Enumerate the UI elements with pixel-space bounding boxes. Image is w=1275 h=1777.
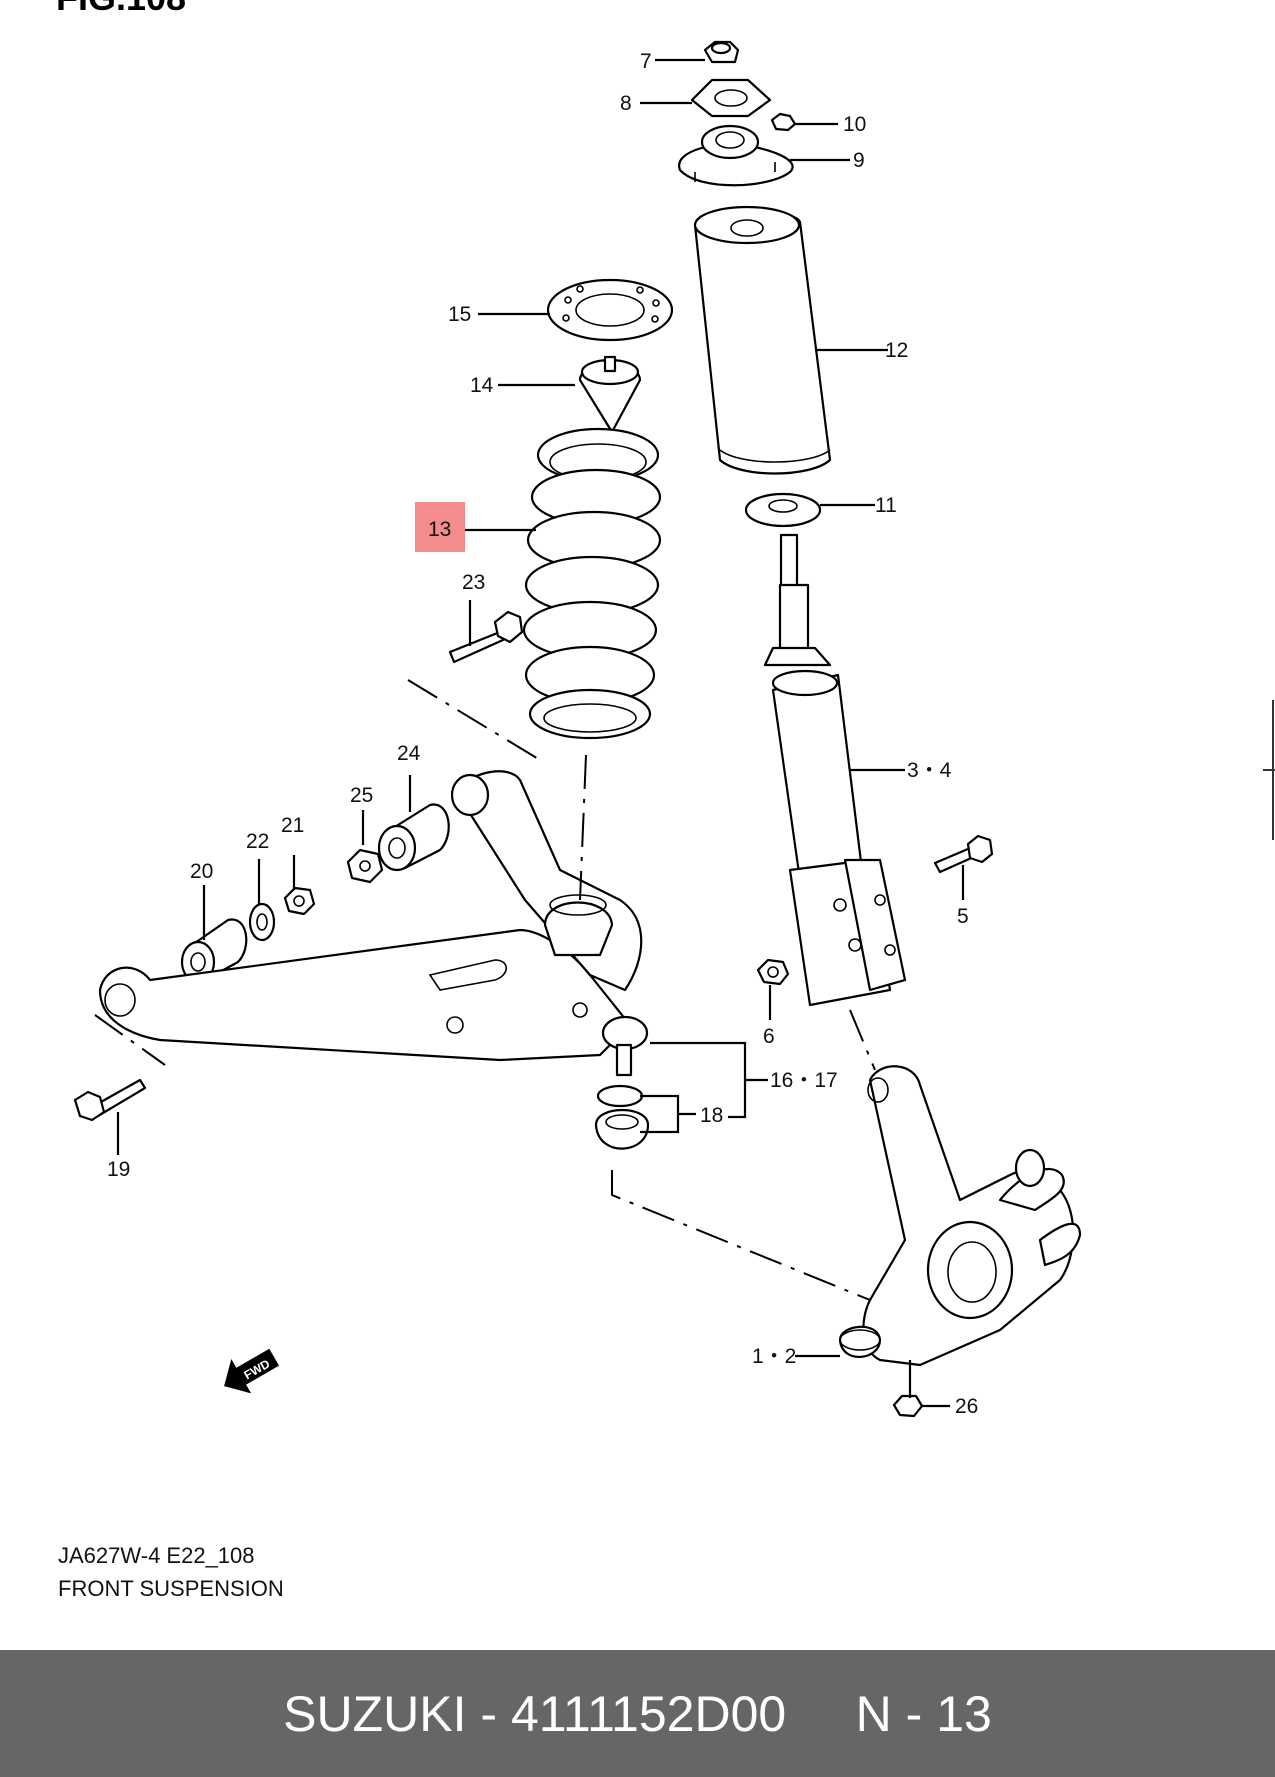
part-14-bump-stop xyxy=(578,355,642,434)
part-3-4-shock-absorber xyxy=(763,533,907,1007)
part-18-boot xyxy=(594,1084,650,1150)
callout-10: 10 xyxy=(843,113,866,136)
part-23-bolt xyxy=(448,610,524,664)
footer-gap xyxy=(786,1685,855,1743)
callout-26: 26 xyxy=(955,1395,978,1418)
part-24-bushing xyxy=(377,803,450,872)
part-16-17-ball-joint xyxy=(601,1015,649,1077)
callout-19: 19 xyxy=(107,1158,130,1181)
lower-control-arm xyxy=(98,770,643,1062)
callout-7: 7 xyxy=(640,50,652,73)
part-19-bolt xyxy=(73,1078,147,1122)
leader-lines xyxy=(116,58,965,1408)
figure-code: JA627W-4 E22_108 xyxy=(58,1543,255,1568)
callout-21: 21 xyxy=(281,814,304,837)
part-1-2-knuckle xyxy=(838,1065,1082,1367)
figure-name: FRONT SUSPENSION xyxy=(58,1576,284,1601)
footer-bar: SUZUKI - 4111152D00 N - 13 xyxy=(0,1650,1275,1777)
part-21-nut xyxy=(283,886,316,916)
part-26-nut xyxy=(892,1394,924,1418)
part-25-nut xyxy=(346,848,384,884)
footer-part-number: 4111152D00 xyxy=(510,1685,787,1742)
callout-labels: 7 8 10 9 12 15 14 11 13 23 3・4 24 25 22 … xyxy=(107,50,978,1418)
callout-23: 23 xyxy=(462,571,485,594)
callout-20: 20 xyxy=(190,860,213,883)
callout-15: 15 xyxy=(448,303,471,326)
callout-9: 9 xyxy=(853,149,865,172)
part-22-washer xyxy=(248,902,276,942)
callout-12: 12 xyxy=(885,339,908,362)
footer-brand: SUZUKI xyxy=(283,1685,467,1742)
callout-22: 22 xyxy=(246,830,269,853)
callout-6: 6 xyxy=(763,1025,775,1048)
callout-11: 11 xyxy=(875,494,897,517)
part-11-bump-seat xyxy=(744,492,822,528)
highlight-box-13 xyxy=(415,502,465,552)
callout-24: 24 xyxy=(397,742,421,765)
footer-ref: N - 13 xyxy=(855,1685,992,1742)
part-5-bolt xyxy=(933,834,994,874)
assembly-lines xyxy=(94,679,876,1301)
part-9-strut-mount xyxy=(678,124,794,187)
fwd-arrow-icon: FWD xyxy=(224,1348,280,1394)
part-6-nut xyxy=(756,958,790,986)
callout-13: 13 xyxy=(428,518,451,541)
part-15-spring-seat xyxy=(546,278,674,342)
callout-1-2: 1・2 xyxy=(752,1345,796,1368)
callout-3-4: 3・4 xyxy=(907,759,952,782)
callout-8: 8 xyxy=(620,92,632,115)
callout-5: 5 xyxy=(957,905,969,928)
part-10-nut xyxy=(770,112,797,132)
part-12-dust-boot xyxy=(693,205,832,475)
figure-title: FIG.108 xyxy=(56,0,186,18)
part-7-nut xyxy=(703,40,740,64)
parts-diagram: FIG.108 xyxy=(56,0,1082,1418)
callout-25: 25 xyxy=(350,784,373,807)
part-13-coil-spring xyxy=(522,427,662,740)
callout-16-17: 16・17 xyxy=(770,1069,838,1092)
right-edge-marks xyxy=(1263,700,1275,840)
callout-14: 14 xyxy=(470,374,494,397)
footer-separator: - xyxy=(466,1685,511,1742)
callout-18: 18 xyxy=(700,1104,723,1127)
part-8-plate xyxy=(690,78,772,118)
